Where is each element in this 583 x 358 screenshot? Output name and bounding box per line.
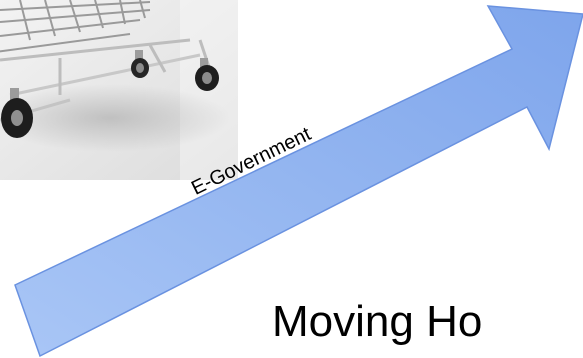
arrow-shape [14, 5, 583, 358]
headline-text: Moving Ho [272, 297, 483, 346]
shopping-cart-photo [0, 0, 238, 180]
shopping-cart-icon [0, 0, 238, 180]
